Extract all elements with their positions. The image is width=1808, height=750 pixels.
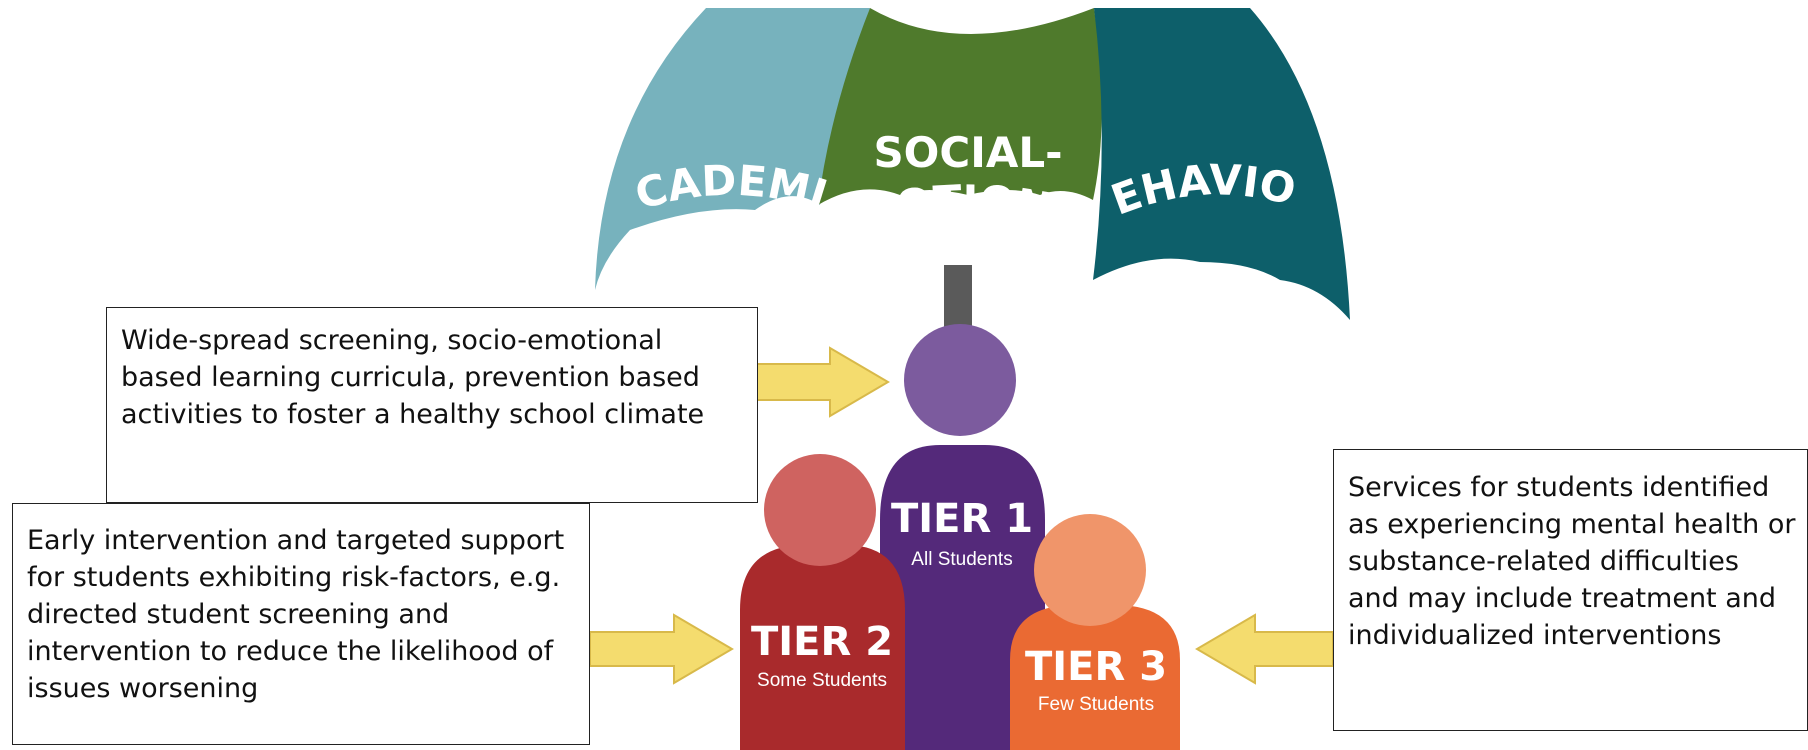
tier-1-title: TIER 1 <box>891 496 1033 542</box>
tier-2-body <box>740 545 905 750</box>
umbrella: ACADEMIC SOCIAL- EMOTIONAL BEHAVIOR <box>0 0 1350 345</box>
tier-1-description: Wide-spread screening, socio-emotional b… <box>121 325 705 430</box>
tier-3-head <box>1034 514 1146 626</box>
arrow-to-tier-3 <box>1195 613 1334 685</box>
tier-3-title: TIER 3 <box>1025 644 1167 690</box>
tier-1-subtitle: All Students <box>911 549 1012 570</box>
umbrella-segment-social-emotional <box>818 8 1102 205</box>
tier-1-body <box>880 445 1045 750</box>
umbrella-label-social: SOCIAL- <box>873 128 1062 177</box>
tier-2-title: TIER 2 <box>751 619 893 665</box>
tier-3-description-box: Services for students identified as expe… <box>1333 449 1808 731</box>
tier-2-subtitle: Some Students <box>757 670 887 691</box>
umbrella-segment-behavior <box>1093 8 1350 320</box>
umbrella-segment-academic <box>595 8 870 290</box>
tier-2-description-box: Early intervention and targeted support … <box>12 503 590 745</box>
tier-2-head <box>764 454 876 566</box>
tier-1-description-box: Wide-spread screening, socio-emotional b… <box>106 307 758 503</box>
tier-2-figure <box>740 454 905 750</box>
tier-3-figure <box>1010 514 1180 750</box>
tier-3-description: Services for students identified as expe… <box>1348 472 1796 651</box>
tier-1-figure <box>880 324 1045 750</box>
tier-1-head <box>904 324 1016 436</box>
arrow-to-tier-1 <box>755 346 890 418</box>
tier-3-subtitle: Few Students <box>1038 694 1154 715</box>
tier-2-description: Early intervention and targeted support … <box>27 525 565 704</box>
arrow-to-tier-2 <box>589 613 734 685</box>
tier-3-body <box>1010 605 1180 750</box>
